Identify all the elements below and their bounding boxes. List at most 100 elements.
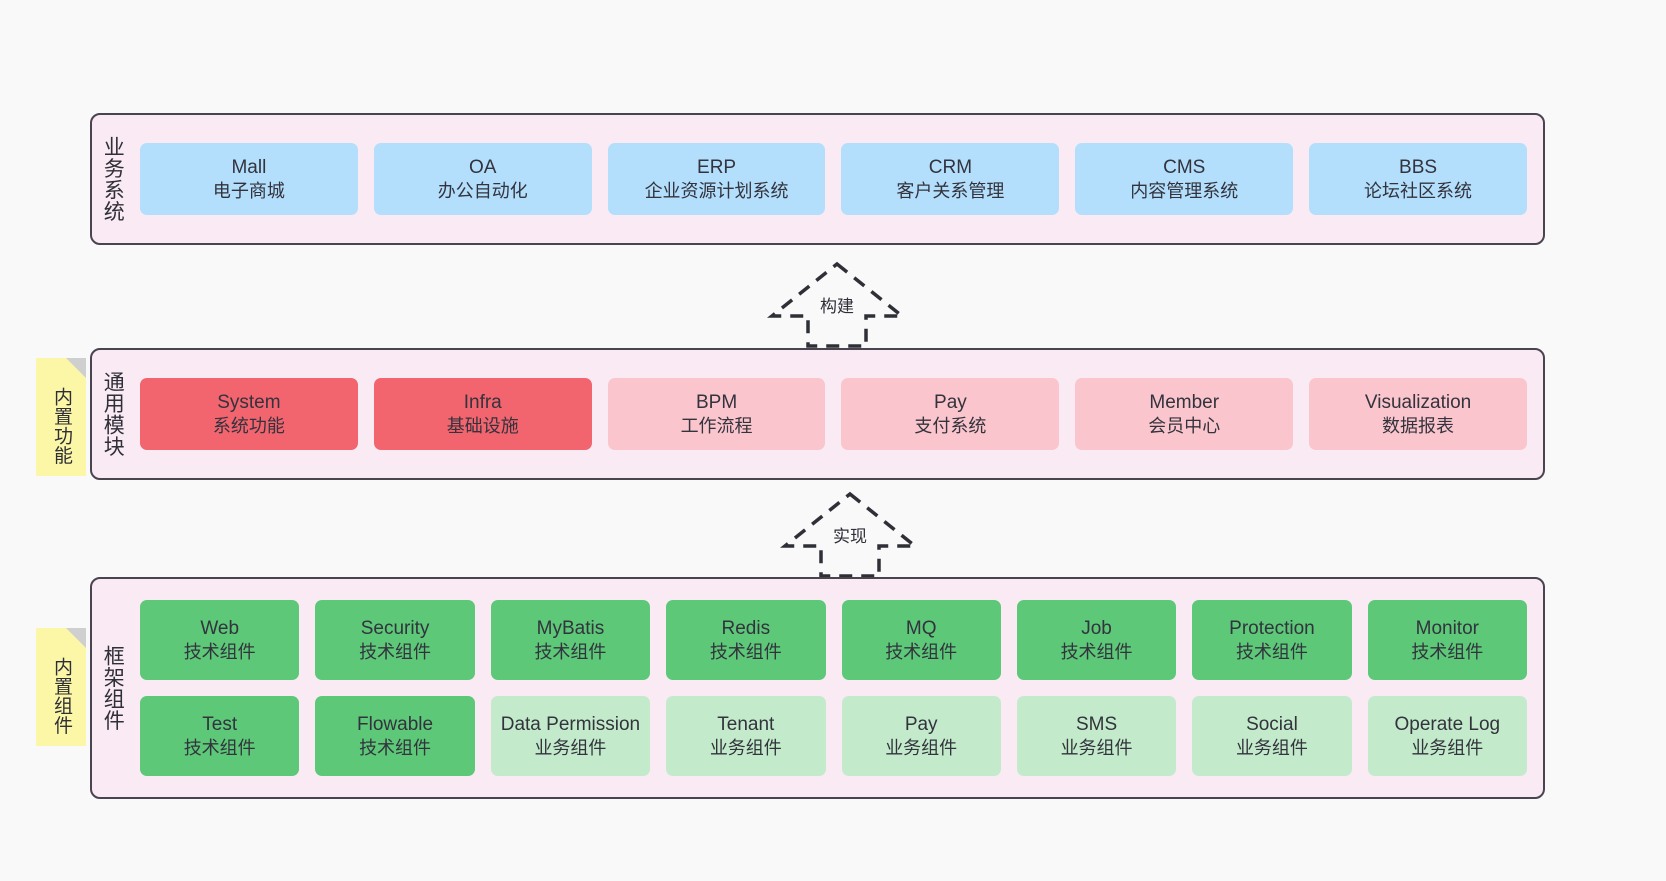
card-oa[interactable]: OA 办公自动化 — [373, 143, 592, 215]
sticky-note-builtin-components: 内置组件 — [36, 628, 86, 746]
card-subtitle: 客户关系管理 — [896, 180, 1005, 201]
card-subtitle: 业务组件 — [709, 737, 782, 758]
card-pay-business[interactable]: Pay 业务组件 — [841, 696, 1001, 776]
card-title: MQ — [905, 617, 937, 639]
card-subtitle: 技术组件 — [709, 641, 782, 662]
card-redis[interactable]: Redis 技术组件 — [666, 600, 826, 680]
card-bpm[interactable]: BPM 工作流程 — [607, 378, 826, 450]
card-member[interactable]: Member 会员中心 — [1075, 378, 1294, 450]
card-crm[interactable]: CRM 客户关系管理 — [841, 143, 1060, 215]
card-title: Social — [1246, 713, 1298, 735]
layer-title-framework-components: 框架组件 — [101, 645, 125, 731]
card-title: CRM — [928, 156, 973, 178]
layer-body-business-system: Mall 电子商城 OA 办公自动化 ERP 企业资源计划系统 CRM 客户关系… — [132, 115, 1543, 243]
layer-body-common-modules: System 系统功能 Infra 基础设施 BPM 工作流程 Pay 支付系统… — [132, 350, 1543, 478]
card-title: Operate Log — [1394, 713, 1501, 735]
generalization-arrow-implement: 实现 — [775, 488, 925, 580]
card-protection[interactable]: Protection 技术组件 — [1192, 600, 1352, 680]
card-row: System 系统功能 Infra 基础设施 BPM 工作流程 Pay 支付系统… — [140, 378, 1527, 450]
card-cms[interactable]: CMS 内容管理系统 — [1075, 143, 1294, 215]
card-subtitle: 技术组件 — [183, 641, 256, 662]
card-subtitle: 业务组件 — [1411, 737, 1484, 758]
card-title: Pay — [934, 391, 967, 413]
card-subtitle: 企业资源计划系统 — [644, 180, 789, 201]
layer-body-framework-components: Web 技术组件 Security 技术组件 MyBatis 技术组件 Redi… — [132, 579, 1543, 797]
card-subtitle: 业务组件 — [534, 737, 607, 758]
arrow-label-build: 构建 — [820, 297, 854, 316]
card-subtitle: 技术组件 — [359, 737, 432, 758]
arrow-label-implement: 实现 — [833, 527, 867, 546]
card-system[interactable]: System 系统功能 — [140, 378, 358, 450]
card-mall[interactable]: Mall 电子商城 — [140, 143, 358, 215]
card-subtitle: 技术组件 — [885, 641, 958, 662]
card-title: SMS — [1075, 713, 1118, 735]
generalization-arrow-build: 构建 — [762, 258, 912, 350]
card-title: Security — [360, 617, 430, 639]
card-subtitle: 业务组件 — [1060, 737, 1133, 758]
card-title: Infra — [463, 391, 502, 413]
card-title: Visualization — [1364, 391, 1472, 413]
card-title: Pay — [904, 713, 938, 735]
card-title: Monitor — [1415, 617, 1479, 639]
card-subtitle: 业务组件 — [885, 737, 958, 758]
card-title: Redis — [721, 617, 771, 639]
card-sms[interactable]: SMS 业务组件 — [1016, 696, 1177, 776]
card-title: Flowable — [357, 713, 434, 735]
card-web[interactable]: Web 技术组件 — [140, 600, 300, 680]
card-mq[interactable]: MQ 技术组件 — [841, 600, 1001, 680]
layer-business-system: 业务系统 Mall 电子商城 OA 办公自动化 ERP 企业资源计划系统 CRM… — [90, 113, 1545, 245]
card-title: Data Permission — [500, 713, 641, 735]
card-row: Web 技术组件 Security 技术组件 MyBatis 技术组件 Redi… — [140, 600, 1527, 680]
card-title: Tenant — [717, 713, 775, 735]
card-subtitle: 技术组件 — [1060, 641, 1133, 662]
card-subtitle: 技术组件 — [1235, 641, 1308, 662]
card-erp[interactable]: ERP 企业资源计划系统 — [607, 143, 826, 215]
card-title: Protection — [1229, 617, 1315, 639]
card-title: OA — [469, 156, 497, 178]
card-job[interactable]: Job 技术组件 — [1016, 600, 1177, 680]
card-title: Member — [1149, 391, 1220, 413]
card-tenant[interactable]: Tenant 业务组件 — [666, 696, 826, 776]
card-title: MyBatis — [536, 617, 605, 639]
card-subtitle: 电子商城 — [212, 180, 285, 201]
card-row: Mall 电子商城 OA 办公自动化 ERP 企业资源计划系统 CRM 客户关系… — [140, 143, 1527, 215]
card-pay[interactable]: Pay 支付系统 — [841, 378, 1060, 450]
layer-framework-components: 框架组件 Web 技术组件 Security 技术组件 MyBatis 技术组件… — [90, 577, 1545, 799]
card-operate-log[interactable]: Operate Log 业务组件 — [1367, 696, 1527, 776]
card-subtitle: 技术组件 — [534, 641, 607, 662]
card-subtitle: 办公自动化 — [437, 180, 528, 201]
card-subtitle: 内容管理系统 — [1130, 180, 1239, 201]
card-subtitle: 数据报表 — [1382, 415, 1455, 436]
card-subtitle: 业务组件 — [1235, 737, 1308, 758]
card-test[interactable]: Test 技术组件 — [140, 696, 300, 776]
card-monitor[interactable]: Monitor 技术组件 — [1367, 600, 1527, 680]
card-title: Mall — [231, 156, 267, 178]
card-title: BPM — [695, 391, 738, 413]
layer-title-business-system: 业务系统 — [101, 136, 125, 222]
card-title: System — [217, 391, 281, 413]
sticky-note-builtin-functions: 内置功能 — [36, 358, 86, 476]
card-data-permission[interactable]: Data Permission 业务组件 — [490, 696, 651, 776]
card-subtitle: 支付系统 — [914, 415, 987, 436]
card-title: Test — [202, 713, 238, 735]
card-title: ERP — [697, 156, 737, 178]
card-bbs[interactable]: BBS 论坛社区系统 — [1309, 143, 1527, 215]
card-flowable[interactable]: Flowable 技术组件 — [315, 696, 475, 776]
card-social[interactable]: Social 业务组件 — [1192, 696, 1352, 776]
card-mybatis[interactable]: MyBatis 技术组件 — [490, 600, 651, 680]
layer-title-common-modules: 通用模块 — [101, 371, 125, 457]
card-visualization[interactable]: Visualization 数据报表 — [1309, 378, 1527, 450]
card-subtitle: 基础设施 — [446, 415, 519, 436]
layer-common-modules: 通用模块 System 系统功能 Infra 基础设施 BPM 工作流程 Pay… — [90, 348, 1545, 480]
card-subtitle: 工作流程 — [680, 415, 753, 436]
card-subtitle: 技术组件 — [359, 641, 432, 662]
card-infra[interactable]: Infra 基础设施 — [373, 378, 592, 450]
card-title: Web — [200, 617, 240, 639]
card-subtitle: 系统功能 — [212, 415, 285, 436]
card-title: BBS — [1399, 156, 1438, 178]
card-title: CMS — [1163, 156, 1206, 178]
card-security[interactable]: Security 技术组件 — [315, 600, 475, 680]
card-row: Test 技术组件 Flowable 技术组件 Data Permission … — [140, 696, 1527, 776]
card-subtitle: 技术组件 — [1411, 641, 1484, 662]
card-subtitle: 论坛社区系统 — [1364, 180, 1473, 201]
